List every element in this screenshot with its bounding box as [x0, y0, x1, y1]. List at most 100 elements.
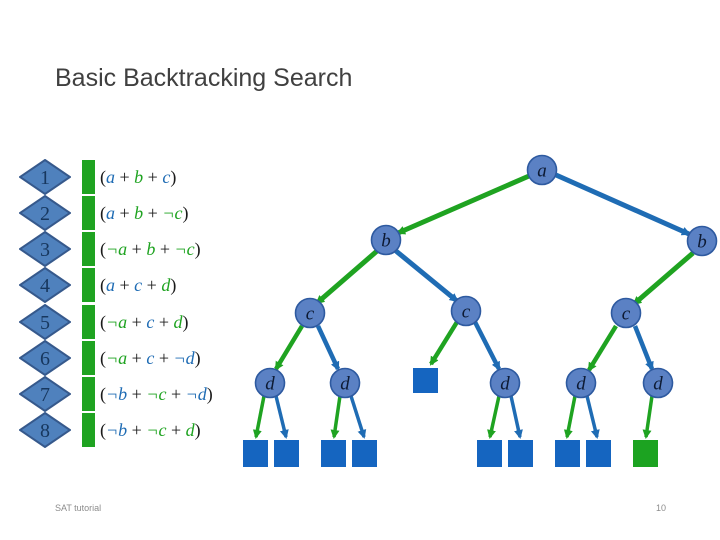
diamond-shape — [19, 412, 71, 449]
tree-node-d-3: d — [489, 367, 521, 399]
clause-punctuation: ( — [100, 275, 106, 296]
conflict-leaf-square — [586, 440, 611, 467]
clause-punctuation: ( — [100, 420, 106, 441]
clause-punctuation: ( — [100, 383, 106, 404]
clause-punctuation: ) — [206, 383, 213, 404]
node-circle — [294, 297, 326, 329]
clause-literal: d — [185, 420, 195, 441]
node-circle — [526, 154, 558, 186]
conflict-leaf-square — [413, 368, 438, 393]
tree-edge-blue — [274, 395, 289, 439]
clause-punctuation: + — [127, 383, 147, 404]
clause-literal: ¬b — [106, 420, 128, 441]
clause-literal: ¬a — [106, 347, 128, 368]
tree-node-a: a — [526, 154, 558, 186]
clause-number-diamond: 5 — [19, 303, 71, 340]
node-circle — [370, 224, 402, 256]
clause-literal: c — [162, 167, 171, 187]
clause-literal: ¬c — [162, 203, 183, 224]
clause-marker-bar — [82, 340, 95, 375]
clause-literal: ¬d — [185, 383, 207, 404]
node-label: d — [653, 374, 663, 395]
clause-marker-bar — [82, 304, 95, 339]
clause-literal: ¬c — [174, 239, 195, 260]
tree-node-c-2: c — [450, 295, 482, 327]
diamond-shape — [19, 159, 71, 195]
clause-literal: b — [146, 239, 156, 260]
clause-row-6: 6(¬a + c + ¬d) — [0, 339, 300, 376]
diamond-shape — [19, 375, 71, 412]
tree-node-d-1: d — [254, 367, 286, 399]
tree-edge-green — [632, 251, 695, 306]
clause-literal: c — [146, 347, 155, 368]
clause-marker-bar — [82, 232, 95, 267]
conflict-leaf-square — [352, 440, 377, 467]
tree-node-b-right: b — [686, 225, 718, 257]
clause-number-diamond: 4 — [19, 267, 71, 304]
clause-punctuation: + — [127, 311, 147, 332]
clause-row-7: 7(¬b + ¬c + ¬d) — [0, 375, 300, 412]
clause-literal: a — [106, 167, 115, 187]
page-number: 10 — [655, 503, 666, 513]
clause-number: 3 — [40, 239, 50, 261]
clause-punctuation: ( — [100, 347, 106, 368]
clause-number-diamond: 2 — [19, 195, 71, 232]
node-circle — [642, 367, 674, 399]
conflict-leaf-square — [508, 440, 533, 467]
clause-number-diamond: 1 — [19, 159, 71, 195]
node-label: d — [265, 374, 275, 395]
clause-punctuation: + — [115, 167, 135, 187]
node-label: a — [537, 161, 547, 182]
tree-edge-green — [396, 173, 530, 236]
clause-marker-bar — [82, 160, 95, 194]
clause-literal: ¬c — [146, 383, 167, 404]
tree-edge-green — [315, 249, 379, 305]
clause-punctuation: + — [166, 420, 186, 441]
clause-text: (a + b + ¬c) — [100, 195, 188, 231]
clause-punctuation: ( — [100, 167, 106, 187]
tree-edge-green — [587, 324, 618, 372]
clause-number: 4 — [40, 275, 50, 297]
clause-number: 7 — [40, 384, 50, 406]
clause-number: 2 — [40, 203, 50, 225]
tree-edge-green — [252, 395, 266, 439]
clause-row-8: 8(¬b + ¬c + d) — [0, 412, 300, 449]
clause-marker-bar — [82, 196, 95, 231]
clause-punctuation: + — [154, 311, 174, 332]
clause-text: (a + b + c) — [100, 159, 176, 195]
clause-punctuation: ) — [194, 420, 201, 441]
conflict-leaf-square — [477, 440, 502, 467]
conflict-leaf-square — [555, 440, 580, 467]
clause-number: 5 — [40, 312, 50, 334]
tree-edge-green — [563, 395, 577, 439]
clause-punctuation: + — [143, 167, 163, 187]
clause-punctuation: ) — [194, 239, 201, 260]
clause-punctuation: + — [127, 347, 147, 368]
tree-edge-blue — [472, 320, 502, 371]
tree-edge-blue — [349, 395, 367, 439]
tree-edge-blue — [509, 395, 523, 439]
clause-literal: ¬c — [146, 420, 167, 441]
solution-leaf-square — [633, 440, 658, 467]
clause-text: (¬a + c + d) — [100, 304, 188, 340]
node-label: b — [381, 231, 391, 252]
clause-punctuation: + — [154, 347, 174, 368]
clause-punctuation: + — [127, 420, 147, 441]
node-label: b — [697, 232, 707, 253]
clause-literal: ¬a — [106, 239, 128, 260]
tree-node-d-2: d — [329, 367, 361, 399]
clause-punctuation: ( — [100, 311, 106, 332]
tree-edge-blue — [394, 249, 459, 303]
footer-text: SAT tutorial — [55, 503, 102, 513]
diamond-shape — [19, 231, 71, 268]
diamond-shape — [19, 195, 71, 232]
clause-marker-bar — [82, 268, 95, 303]
tree-node-b-left: b — [370, 224, 402, 256]
clause-text: (¬a + b + ¬c) — [100, 231, 201, 267]
clause-literal: a — [106, 203, 115, 224]
tree-edge-blue — [585, 395, 600, 439]
tree-edge-green — [274, 324, 304, 371]
diamond-shape — [19, 267, 71, 304]
clause-text: (¬b + ¬c + d) — [100, 412, 201, 448]
clause-punctuation: ) — [182, 311, 189, 332]
